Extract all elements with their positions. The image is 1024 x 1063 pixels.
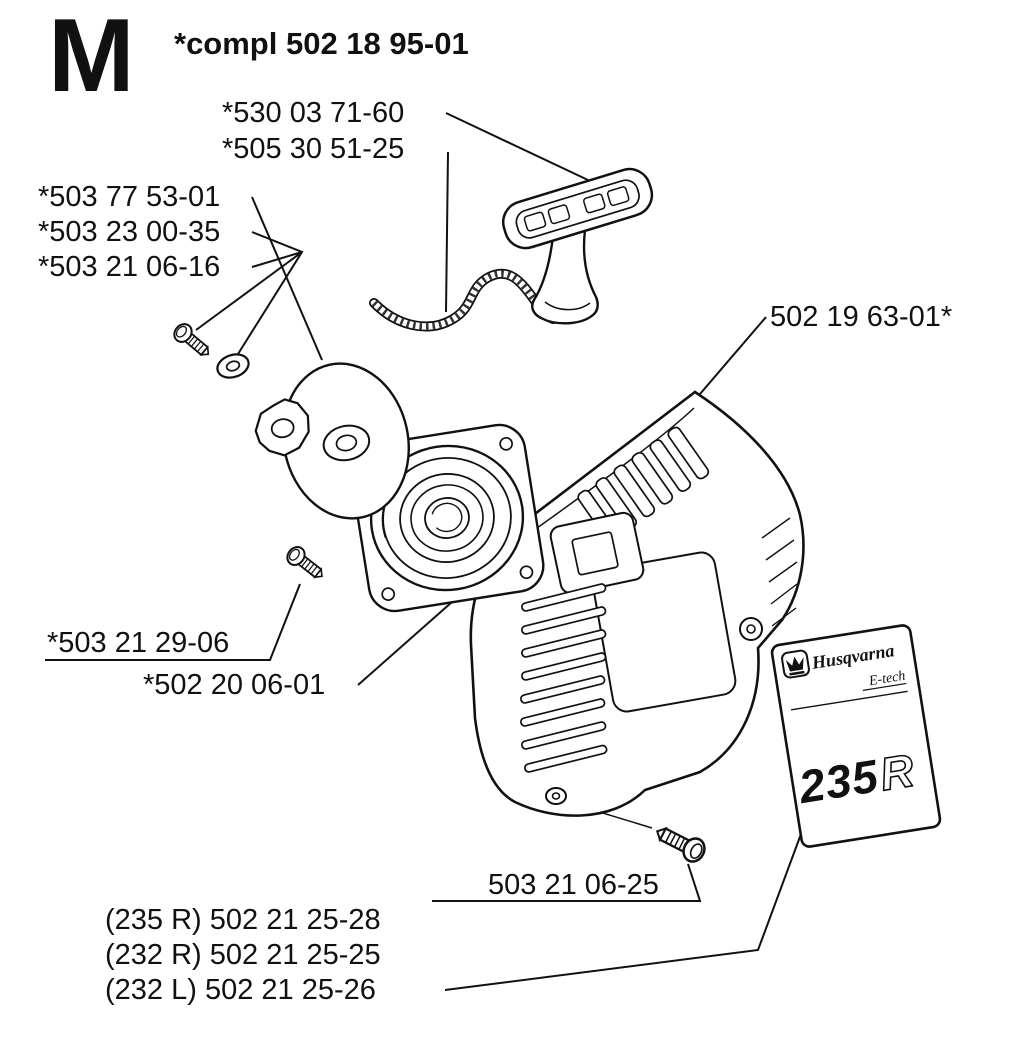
decal-series-text: E-tech [867, 669, 906, 690]
page-title: *compl 502 18 95-01 [174, 26, 469, 61]
starter-housing [469, 390, 805, 817]
housing-square-boss [549, 511, 645, 595]
handle-grip-pad [523, 211, 547, 232]
leader-cup-screw [45, 583, 301, 661]
starter-pawl [254, 398, 310, 457]
leader-housing-screw [432, 863, 702, 902]
housing-recessed-panel [591, 551, 737, 713]
leader-pulley-screw [251, 196, 323, 361]
decal-model-letter: R [876, 744, 918, 801]
part-number-starter-housing: 502 19 63-01* [770, 301, 953, 333]
flange-hole [499, 436, 513, 451]
housing-screw [650, 819, 710, 867]
flange-hole [381, 587, 396, 601]
housing-side-vents [519, 583, 608, 773]
part-number-pulley-screw: *503 77 53-01 [38, 181, 221, 213]
leader-pawl-screw [195, 251, 303, 331]
part-number-starter-rope: *505 30 51-25 [222, 133, 405, 165]
housing-screw-boss [739, 617, 763, 641]
decal-235r: Husqvarna E-tech 235 R [770, 624, 942, 848]
part-number-housing-screw: 503 21 06-25 [488, 869, 659, 901]
handle-grip-pad [583, 193, 606, 214]
washer [216, 353, 250, 379]
part-number-pawl-screw: *503 21 06-16 [38, 251, 221, 283]
handle-grip-pad [547, 204, 571, 225]
section-letter: M [48, 0, 135, 114]
handle-stem [531, 228, 599, 325]
housing-edge-hatch [761, 517, 798, 627]
housing-bottom-tab [545, 787, 567, 805]
leader-decal [444, 833, 802, 991]
leader-cup [357, 601, 453, 686]
flange-hole [519, 565, 534, 580]
leader-housing [699, 316, 767, 395]
part-number-cup-screw: *503 21 29-06 [47, 627, 230, 659]
part-number-starter-handle: *530 03 71-60 [222, 97, 405, 129]
part-number-decal-235r: (235 R) 502 21 25-28 [105, 904, 381, 936]
leader-handle [445, 112, 589, 181]
cup-screw [282, 542, 329, 585]
starter-rope [369, 268, 558, 332]
pawl-screw [169, 319, 216, 363]
part-number-starter-cup: *502 20 06-01 [143, 669, 326, 701]
part-number-decal-232r: (232 R) 502 21 25-25 [105, 939, 381, 971]
part-number-washer: *503 23 00-35 [38, 216, 221, 248]
husqvarna-crown-icon [781, 649, 810, 679]
leader-rope [445, 151, 449, 313]
starter-handle [501, 167, 654, 325]
decal-model-number: 235 [794, 749, 882, 813]
part-number-decal-232l: (232 L) 502 21 25-26 [105, 974, 376, 1006]
handle-grip-pad [606, 186, 630, 207]
